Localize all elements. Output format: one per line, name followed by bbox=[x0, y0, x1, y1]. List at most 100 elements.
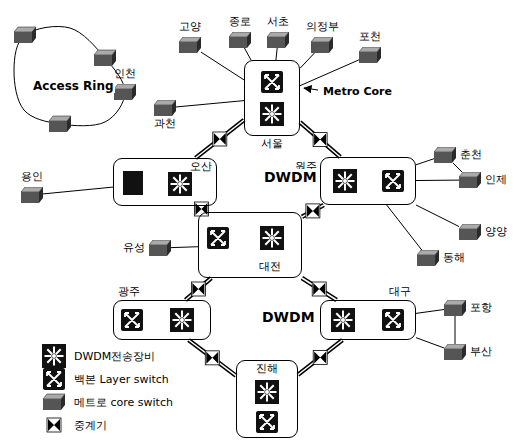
link-line bbox=[244, 48, 251, 60]
node-label: 의정부 bbox=[306, 21, 339, 34]
network-link bbox=[453, 163, 462, 172]
metro-switch-symbol bbox=[49, 116, 71, 132]
ring-label: DWDM bbox=[263, 169, 318, 185]
node-label: 광주 bbox=[118, 286, 140, 299]
metro-switch: 유성 bbox=[149, 240, 171, 256]
hub-box: 대전 bbox=[198, 212, 302, 278]
dwdm-symbol bbox=[333, 169, 357, 193]
node-label: 인제 bbox=[485, 174, 507, 187]
link-line bbox=[416, 159, 434, 165]
repeater-symbol bbox=[47, 418, 61, 432]
metro-switch: 종로 bbox=[229, 32, 251, 48]
metro-switch-symbol bbox=[14, 27, 36, 43]
layer-switch-symbol bbox=[207, 227, 229, 249]
dwdm-symbol bbox=[168, 172, 192, 196]
switch-icon bbox=[229, 32, 251, 48]
link-line bbox=[455, 316, 456, 344]
dwdm-link bbox=[302, 204, 324, 218]
metro-switch-symbol bbox=[444, 300, 466, 316]
ring-label: DWDM bbox=[261, 309, 316, 325]
switch-icon bbox=[444, 300, 466, 316]
legend-symbols bbox=[42, 344, 66, 432]
metro-switch: 춘천 bbox=[434, 147, 456, 163]
link-line bbox=[387, 205, 422, 250]
legend-text: 메트로 core switch bbox=[74, 395, 173, 410]
link-inner bbox=[298, 340, 342, 375]
link-inner bbox=[302, 278, 337, 300]
metro-switch: 고양 bbox=[179, 37, 201, 53]
node-label: 포항 bbox=[470, 302, 492, 315]
node-label: 진해 bbox=[256, 363, 278, 376]
link-line bbox=[416, 338, 444, 348]
metro-switch-symbol bbox=[21, 187, 43, 203]
layer-switch-symbol bbox=[261, 71, 283, 93]
repeater-symbol bbox=[205, 351, 219, 365]
metro-switch-symbol bbox=[154, 100, 176, 116]
node-label: 유성 bbox=[123, 242, 145, 255]
metro-switch-symbol bbox=[417, 250, 439, 266]
link-line bbox=[201, 52, 244, 80]
link-line bbox=[453, 163, 462, 172]
node-label: 오산 bbox=[190, 161, 212, 174]
terminal-box bbox=[123, 171, 143, 195]
link-line bbox=[416, 180, 459, 181]
dwdm-symbol bbox=[260, 226, 284, 250]
switch-icon bbox=[444, 344, 466, 360]
network-link bbox=[176, 101, 244, 107]
switch-icon bbox=[149, 240, 171, 256]
metro-switch: 포항 bbox=[444, 300, 466, 316]
metro-switch-symbol bbox=[179, 37, 201, 53]
metro-switch: 서초 bbox=[267, 32, 289, 48]
network-link bbox=[300, 60, 359, 86]
switch-icon bbox=[21, 187, 43, 203]
metro-switch-symbol bbox=[434, 147, 456, 163]
network-link bbox=[43, 187, 113, 194]
link-inner bbox=[196, 120, 244, 158]
node-label: 서울 bbox=[261, 138, 283, 151]
link-inner bbox=[189, 340, 236, 376]
node-label: 동해 bbox=[443, 252, 465, 265]
metro-switch: 용인 bbox=[21, 187, 43, 203]
hub-box: 대구 bbox=[320, 300, 416, 340]
switch-icon bbox=[359, 47, 381, 63]
repeater-symbol bbox=[213, 132, 227, 146]
hub-box: 오산 bbox=[113, 158, 217, 206]
hub-box: 진해 bbox=[236, 360, 298, 438]
dwdm-link bbox=[300, 122, 340, 157]
repeater-symbol bbox=[313, 350, 327, 364]
network-link bbox=[416, 180, 459, 181]
node-label: 양양 bbox=[485, 226, 507, 239]
link-line bbox=[300, 60, 359, 86]
link-line bbox=[43, 187, 113, 194]
layer-switch-symbol bbox=[43, 368, 65, 390]
metro-switch-symbol bbox=[459, 172, 481, 188]
network-link bbox=[244, 48, 251, 60]
switch-icon bbox=[459, 224, 481, 240]
metro-switch-symbol bbox=[267, 32, 289, 48]
network-link bbox=[416, 338, 444, 348]
link-inner bbox=[300, 122, 340, 157]
switch-icon bbox=[114, 84, 136, 100]
link-line bbox=[276, 48, 277, 60]
node-label: 종로 bbox=[229, 16, 251, 29]
link-line bbox=[300, 122, 340, 157]
access-ring bbox=[14, 26, 125, 125]
repeater-symbol bbox=[312, 282, 326, 296]
network-link bbox=[387, 205, 422, 250]
link-inner bbox=[185, 278, 211, 300]
hub-box: 원주 bbox=[320, 157, 416, 205]
area-label: Access Ring bbox=[32, 79, 115, 93]
link-line bbox=[185, 278, 211, 300]
repeater-symbol bbox=[313, 133, 327, 147]
metro-switch: 인천 bbox=[114, 84, 136, 100]
link-line bbox=[196, 120, 244, 158]
dwdm-link bbox=[298, 340, 342, 375]
metro-switch: 동해 bbox=[417, 250, 439, 266]
layer-switch-symbol bbox=[382, 309, 404, 331]
repeater-symbol bbox=[191, 282, 205, 296]
metro-switch-symbol bbox=[229, 32, 251, 48]
legend-text: DWDM전송장비 bbox=[74, 349, 155, 364]
link-line bbox=[176, 101, 244, 107]
node-label: 용인 bbox=[21, 171, 43, 184]
dwdm-link bbox=[194, 202, 208, 216]
